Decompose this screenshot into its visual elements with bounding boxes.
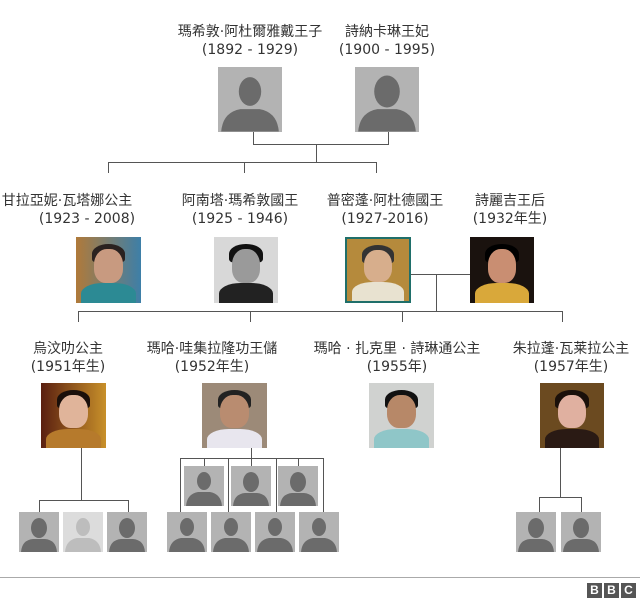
person-years: (1952年生) bbox=[174, 359, 250, 375]
connector-line bbox=[81, 448, 82, 500]
photo-bhumibol bbox=[345, 237, 411, 303]
connector-line bbox=[108, 162, 377, 163]
male-silhouette-icon bbox=[167, 512, 207, 552]
connector-line bbox=[276, 458, 277, 512]
bbc-logo-letter: B bbox=[587, 583, 602, 598]
person-years: (1957年生) bbox=[533, 359, 609, 375]
connector-line bbox=[436, 274, 437, 311]
connector-line bbox=[180, 458, 181, 512]
female-silhouette-icon bbox=[278, 466, 318, 506]
female-silhouette-icon bbox=[355, 67, 419, 132]
connector-line bbox=[581, 497, 582, 512]
female-silhouette-icon bbox=[561, 512, 601, 552]
connector-line bbox=[402, 311, 403, 322]
connector-line bbox=[316, 144, 317, 162]
connector-line bbox=[298, 458, 299, 466]
person-label-ubolratana: 烏汶叻公主 (1951年生) bbox=[31, 340, 106, 376]
person-name: 甘拉亞妮·瓦塔娜公主 bbox=[1, 193, 133, 209]
photo-sirikit bbox=[470, 237, 534, 303]
person-label-galyani: 甘拉亞妮·瓦塔娜公主 (1923 - 2008) bbox=[0, 192, 135, 228]
connector-line bbox=[560, 448, 561, 497]
person-name: 阿南塔·瑪希敦國王 bbox=[181, 193, 299, 209]
male-silhouette-icon bbox=[63, 512, 103, 552]
person-name: 朱拉蓬·瓦莱拉公主 bbox=[512, 341, 630, 357]
male-silhouette-icon bbox=[299, 512, 339, 552]
person-name: 瑪哈·哇集拉隆功王儲 bbox=[146, 341, 278, 357]
photo-chulabhorn bbox=[540, 383, 604, 448]
connector-line bbox=[539, 497, 540, 512]
connector-line bbox=[250, 311, 251, 322]
person-years: (1892 - 1929) bbox=[201, 42, 299, 58]
person-name: 普密蓬·阿杜德國王 bbox=[326, 193, 444, 209]
connector-line bbox=[108, 162, 109, 173]
person-label-chulabhorn: 朱拉蓬·瓦莱拉公主 (1957年生) bbox=[513, 340, 629, 376]
person-name: 烏汶叻公主 bbox=[33, 341, 103, 357]
connector-line bbox=[323, 458, 324, 512]
male-silhouette-icon bbox=[211, 512, 251, 552]
person-years: (1932年生) bbox=[472, 211, 548, 227]
connector-line bbox=[180, 458, 324, 459]
photo-galyani bbox=[76, 237, 141, 303]
female-silhouette-icon bbox=[516, 512, 556, 552]
person-years: (1923 - 2008) bbox=[38, 211, 136, 227]
person-label-ananda: 阿南塔·瑪希敦國王 (1925 - 1946) bbox=[182, 192, 298, 228]
person-label-vajiralongkorn: 瑪哈·哇集拉隆功王儲 (1952年生) bbox=[147, 340, 277, 376]
connector-line bbox=[376, 162, 377, 173]
photo-sirindhorn bbox=[369, 383, 434, 448]
female-silhouette-icon bbox=[231, 466, 271, 506]
person-name: 詩納卡琳王妃 bbox=[344, 24, 429, 40]
connector-line bbox=[78, 311, 563, 312]
male-silhouette-icon bbox=[218, 67, 282, 132]
connector-line bbox=[253, 144, 389, 145]
photo-ubolratana bbox=[41, 383, 106, 448]
marriage-line bbox=[411, 274, 470, 275]
connector-line bbox=[78, 311, 79, 322]
female-silhouette-icon bbox=[107, 512, 147, 552]
person-name: 詩麗吉王后 bbox=[475, 193, 545, 209]
connector-line bbox=[539, 497, 581, 498]
photo-ananda bbox=[214, 237, 278, 303]
person-years: (1900 - 1995) bbox=[338, 42, 436, 58]
connector-line bbox=[128, 500, 129, 512]
person-years: (1955年) bbox=[366, 359, 428, 375]
person-label-srinagarindra: 詩納卡琳王妃 (1900 - 1995) bbox=[339, 23, 435, 59]
person-years: (1925 - 1946) bbox=[191, 211, 289, 227]
person-name: 瑪哈 · 扎克里 · 詩琳通公主 bbox=[313, 341, 481, 357]
connector-line bbox=[253, 132, 254, 144]
person-label-mahidol: 瑪希敦·阿杜爾雅戴王子 (1892 - 1929) bbox=[178, 23, 322, 59]
connector-line bbox=[244, 162, 245, 173]
person-label-sirindhorn: 瑪哈 · 扎克里 · 詩琳通公主 (1955年) bbox=[314, 340, 481, 376]
connector-line bbox=[251, 448, 252, 458]
male-silhouette-icon bbox=[255, 512, 295, 552]
connector-line bbox=[562, 311, 563, 322]
footer-divider bbox=[0, 577, 640, 578]
person-years: (1951年生) bbox=[30, 359, 106, 375]
person-years: (1927-2016) bbox=[341, 211, 429, 227]
connector-line bbox=[39, 500, 40, 512]
bbc-logo: B B C bbox=[587, 583, 636, 598]
connector-line bbox=[204, 458, 205, 466]
connector-line bbox=[228, 458, 229, 512]
connector-line bbox=[39, 500, 128, 501]
connector-line bbox=[251, 458, 252, 466]
connector-line bbox=[388, 132, 389, 144]
person-label-sirikit: 詩麗吉王后 (1932年生) bbox=[473, 192, 548, 228]
person-name: 瑪希敦·阿杜爾雅戴王子 bbox=[177, 24, 323, 40]
female-silhouette-icon bbox=[19, 512, 59, 552]
bbc-logo-letter: C bbox=[621, 583, 636, 598]
male-silhouette-icon bbox=[184, 466, 224, 506]
photo-vajiralongkorn bbox=[202, 383, 267, 448]
person-label-bhumibol: 普密蓬·阿杜德國王 (1927-2016) bbox=[327, 192, 443, 228]
bbc-logo-letter: B bbox=[604, 583, 619, 598]
